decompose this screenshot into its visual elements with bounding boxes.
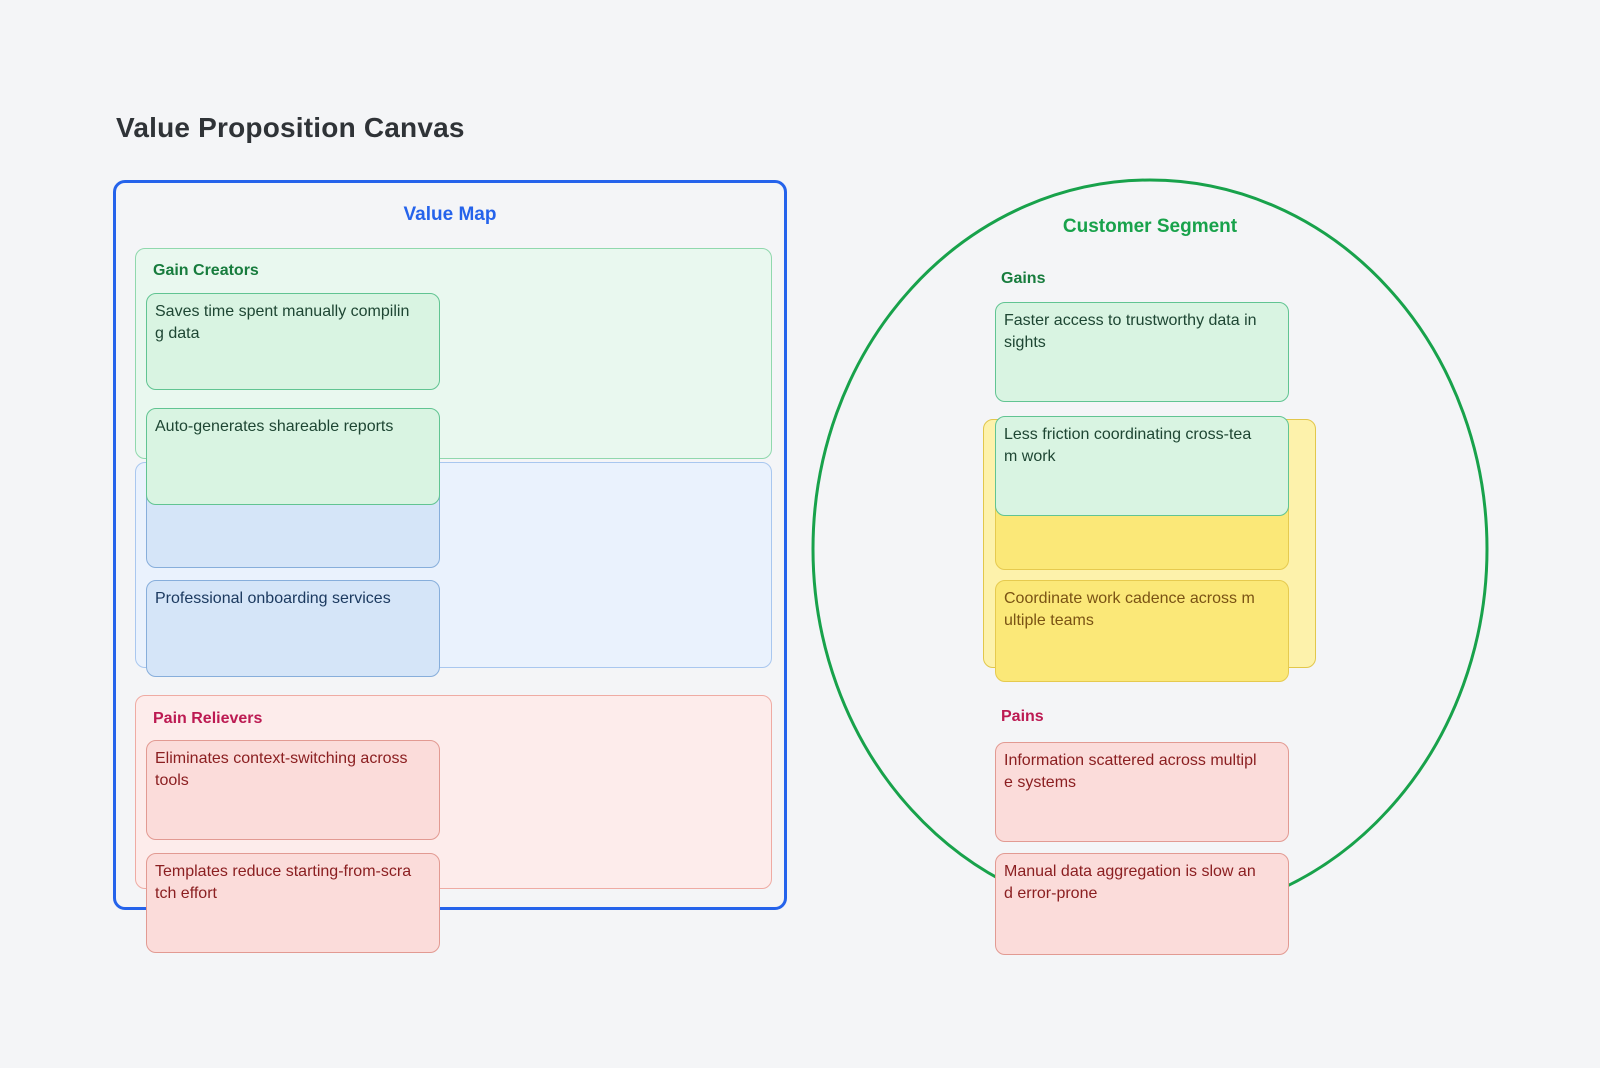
card-text: Templates reduce starting-from-scratch e… xyxy=(155,863,412,902)
gain-creator-card: Auto-generates shareable reports xyxy=(146,408,440,505)
gain-card: Less friction coordinating cross-team wo… xyxy=(995,416,1289,516)
gains-label: Gains xyxy=(1001,270,1046,287)
gain-creator-card: Saves time spent manually compiling data xyxy=(146,293,440,390)
card-text: Less friction coordinating cross-team wo… xyxy=(1004,426,1252,465)
page-title: Value Proposition Canvas xyxy=(116,112,465,143)
pain-card: Manual data aggregation is slow and erro… xyxy=(995,853,1289,955)
pain-card: Information scattered across multiple sy… xyxy=(995,742,1289,842)
pain-reliever-card: Templates reduce starting-from-scratch e… xyxy=(146,853,440,953)
pain-relievers-label: Pain Relievers xyxy=(153,710,263,727)
card-text: Eliminates context-switching across tool… xyxy=(155,750,408,789)
gain-card: Faster access to trustworthy data insigh… xyxy=(995,302,1289,402)
card-text: Professional onboarding services xyxy=(155,590,391,607)
products-services-card: Professional onboarding services xyxy=(146,580,440,677)
customer-segment-title: Customer Segment xyxy=(1062,216,1238,237)
card-text: Saves time spent manually compiling data xyxy=(155,303,410,342)
card-text: Information scattered across multiple sy… xyxy=(1004,752,1257,791)
card-text: Faster access to trustworthy data insigh… xyxy=(1004,312,1257,351)
card-text: Auto-generates shareable reports xyxy=(155,418,394,435)
pains-label: Pains xyxy=(1001,708,1044,725)
card-text: Manual data aggregation is slow and erro… xyxy=(1004,863,1256,902)
value-map-container xyxy=(113,180,787,910)
pain-reliever-card: Eliminates context-switching across tool… xyxy=(146,740,440,840)
customer-job-card: Coordinate work cadence across multiple … xyxy=(995,580,1289,682)
gain-creators-label: Gain Creators xyxy=(153,262,259,279)
card-text: Coordinate work cadence across multiple … xyxy=(1004,590,1255,629)
value-map-title: Value Map xyxy=(403,204,497,225)
